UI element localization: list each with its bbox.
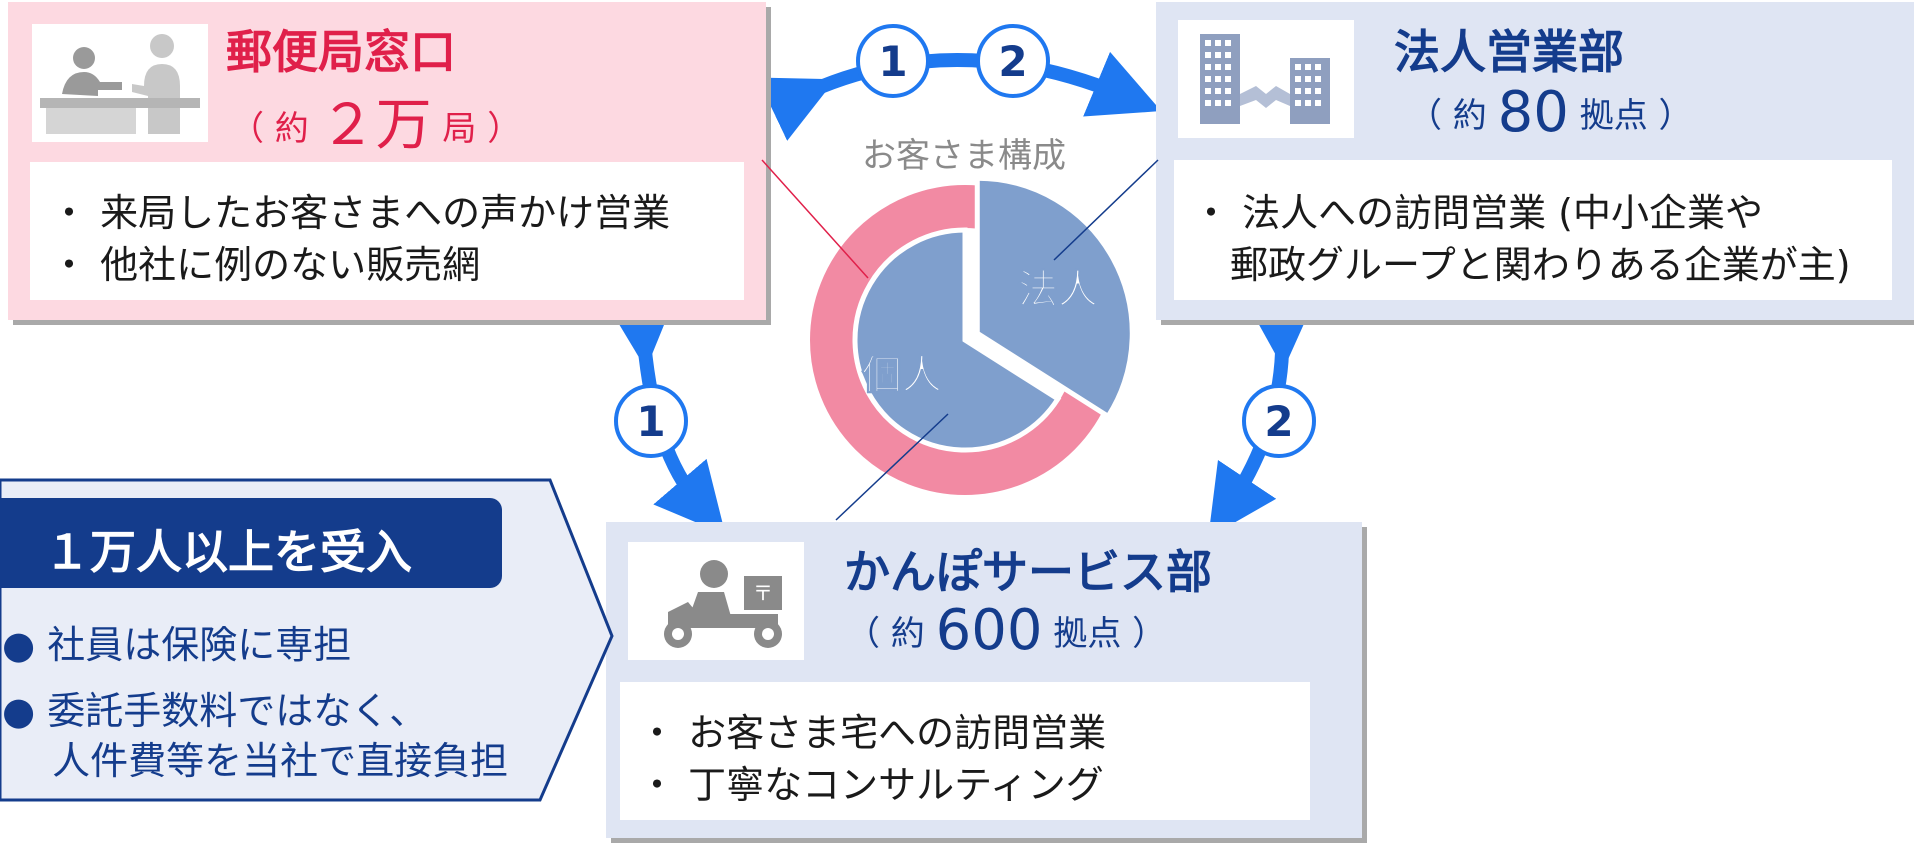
kanpo-bullet-1: ・ お客さま宅への訪問営業	[638, 711, 1107, 755]
kanpo-service-box: 〒 かんぽサービス部 （ 約 600 拠点 ） ・ お客さま宅への訪問営業 ・ …	[606, 522, 1362, 838]
connector-left-badge: 1	[614, 384, 688, 458]
kanpo-sub-suffix: 拠点 ）	[1042, 614, 1167, 654]
post-office-count: ２万	[319, 93, 432, 158]
post-office-title: 郵便局窓口	[226, 25, 456, 79]
callout-title: １万人以上を受入	[44, 525, 412, 579]
post-office-bullet-2: ・ 他社に例のない販売網	[50, 243, 481, 287]
corporate-box: 法人営業部 （ 約 80 拠点 ） ・ 法人への訪問営業 (中小企業や 郵政グル…	[1156, 2, 1914, 320]
top-arc-arrow	[757, 51, 1162, 141]
post-office-description	[30, 162, 744, 300]
chart-title: お客さま構成	[862, 136, 1066, 176]
post-counter-icon	[32, 24, 208, 142]
corporate-description	[1174, 160, 1892, 300]
connector-right-badge: 2	[1242, 384, 1316, 458]
post-office-bullet-1: ・ 来局したお客さまへの声かけ営業	[50, 191, 671, 235]
connector-top-left-badge: 1	[856, 24, 930, 98]
callout-bullet-1: ● 社員は保険に専担	[2, 623, 352, 667]
corporate-sub-prefix: （ 約	[1408, 96, 1498, 136]
kanpo-count: 600	[935, 598, 1043, 663]
pie-slice-individual	[852, 227, 1062, 453]
pie-label-corporate: 法人	[1018, 267, 1098, 313]
pie-label-individual: 個人	[861, 353, 942, 399]
connector-top-right-badge: 2	[976, 24, 1050, 98]
corporate-subtitle: （ 約 80 拠点 ）	[1408, 80, 1693, 145]
kanpo-bullet-2: ・ 丁寧なコンサルティング	[638, 763, 1104, 807]
corporate-sub-suffix: 拠点 ）	[1568, 96, 1693, 136]
corporate-title: 法人営業部	[1394, 25, 1624, 79]
delivery-scooter-icon: 〒	[628, 542, 804, 660]
building-handshake-icon	[1178, 20, 1354, 138]
corporate-count: 80	[1497, 80, 1569, 145]
kanpo-title: かんぽサービス部	[844, 545, 1212, 599]
post-office-sub-prefix: （ 約	[230, 109, 320, 149]
post-office-box: 郵便局窓口 （ 約 ２万 局 ） ・ 来局したお客さまへの声かけ営業 ・ 他社に…	[8, 2, 766, 320]
callout-bullet-3: 人件費等を当社で直接負担	[2, 739, 509, 783]
corporate-bullet-2: 郵政グループと関わりある企業が主)	[1192, 243, 1851, 287]
kanpo-sub-prefix: （ 約	[846, 614, 936, 654]
corporate-bullet-1: ・ 法人への訪問営業 (中小企業や	[1192, 191, 1763, 235]
kanpo-description	[620, 682, 1310, 820]
callout-title-bar	[0, 498, 502, 588]
post-office-subtitle: （ 約 ２万 局 ）	[230, 80, 521, 161]
post-office-sub-suffix: 局 ）	[431, 109, 522, 149]
kanpo-subtitle: （ 約 600 拠点 ）	[846, 598, 1166, 663]
svg-text:〒: 〒	[753, 581, 773, 605]
callout-bullet-2: ● 委託手数料ではなく、	[2, 689, 428, 733]
